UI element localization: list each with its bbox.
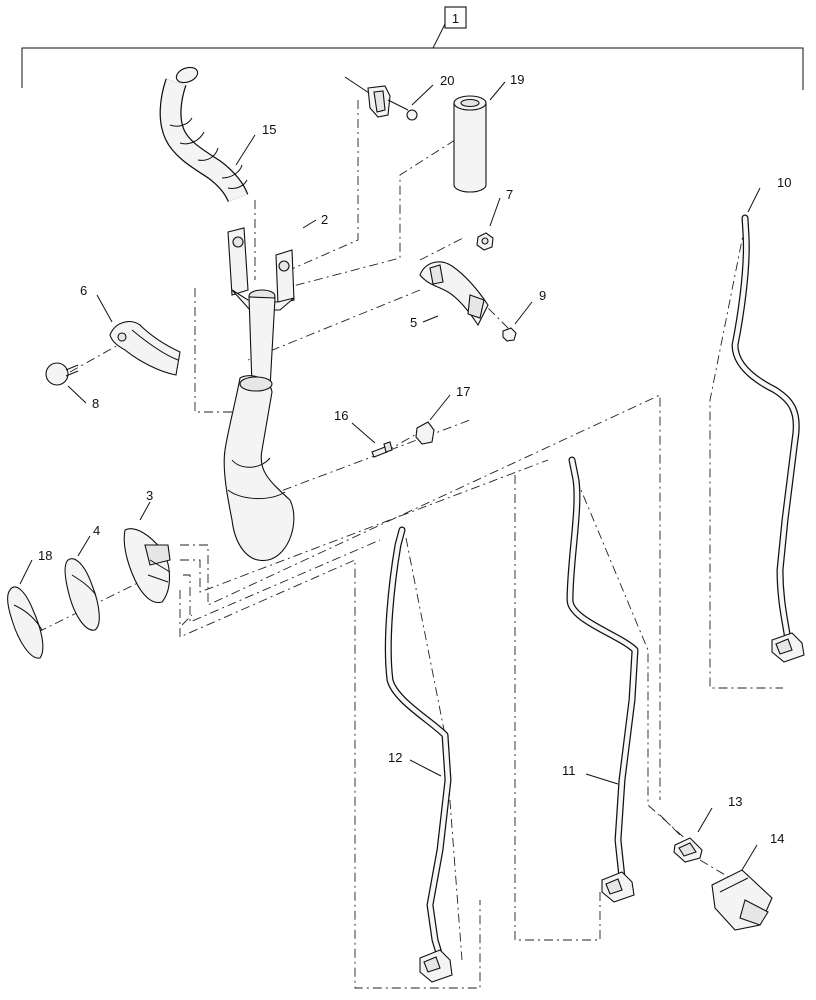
connector-part-13 bbox=[673, 837, 703, 863]
callout-labels: 2 3 4 5 6 7 8 9 10 11 12 13 14 15 16 17 bbox=[19, 72, 791, 871]
assembly-bracket: 1 bbox=[21, 6, 804, 90]
harness-part-10 bbox=[731, 214, 805, 663]
callout-2: 2 bbox=[321, 212, 328, 227]
connector-part-14 bbox=[711, 869, 773, 931]
connection-lines bbox=[37, 100, 783, 989]
callout-3: 3 bbox=[146, 488, 153, 503]
sleeve-part-19 bbox=[453, 95, 487, 193]
callout-17: 17 bbox=[456, 384, 470, 399]
harness-part-12 bbox=[384, 526, 453, 983]
clamp-part-5 bbox=[419, 261, 489, 327]
callout-7: 7 bbox=[506, 187, 513, 202]
nut-part-7 bbox=[476, 232, 494, 251]
harness-part-11 bbox=[566, 456, 639, 903]
bolt-part-8 bbox=[45, 362, 79, 386]
housing-part-3 bbox=[123, 528, 171, 604]
callout-10: 10 bbox=[777, 175, 791, 190]
callout-1: 1 bbox=[452, 11, 459, 26]
clamp-part-6 bbox=[109, 321, 181, 376]
clip-part-17 bbox=[415, 421, 435, 445]
callout-14: 14 bbox=[770, 831, 784, 846]
clip-part-20 bbox=[344, 76, 418, 121]
callout-11: 11 bbox=[562, 763, 576, 778]
callout-12: 12 bbox=[388, 750, 402, 765]
callout-6: 6 bbox=[80, 283, 87, 298]
hose-part-15 bbox=[159, 66, 249, 203]
callout-19: 19 bbox=[510, 72, 524, 87]
cover-part-18 bbox=[7, 586, 44, 659]
callout-20: 20 bbox=[440, 73, 454, 88]
callout-13: 13 bbox=[728, 794, 742, 809]
nut-part-9 bbox=[502, 327, 517, 342]
lens-part-4 bbox=[64, 558, 100, 631]
tube-bracket-part-2 bbox=[223, 227, 295, 562]
callout-4: 4 bbox=[93, 523, 100, 538]
callout-16: 16 bbox=[334, 408, 348, 423]
callout-9: 9 bbox=[539, 288, 546, 303]
callout-15: 15 bbox=[262, 122, 276, 137]
screw-part-16 bbox=[371, 441, 393, 458]
callout-18: 18 bbox=[38, 548, 52, 563]
callout-8: 8 bbox=[92, 396, 99, 411]
callout-5: 5 bbox=[410, 315, 417, 330]
